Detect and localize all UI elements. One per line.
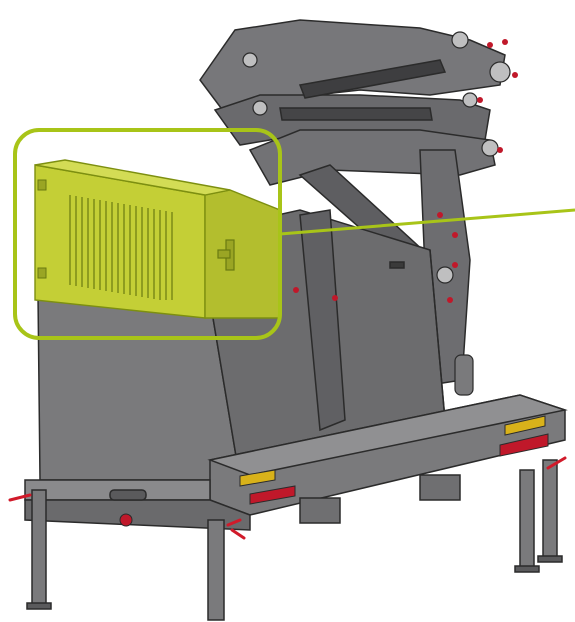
pin	[252, 100, 268, 116]
hydraulic-cylinder-2	[279, 107, 433, 121]
panel-seam	[429, 249, 446, 421]
box-top	[34, 159, 231, 196]
arm-pins	[242, 31, 511, 284]
bolt	[437, 212, 443, 218]
leg-front-left	[207, 519, 225, 621]
pin	[462, 92, 478, 108]
lever-front-left	[226, 518, 246, 540]
pin	[436, 266, 454, 284]
bolt	[512, 72, 518, 78]
highlighted-box	[34, 159, 281, 319]
tow-bracket-2	[419, 474, 461, 501]
leg-center	[519, 469, 535, 571]
pin	[451, 31, 469, 49]
arm-red-bolts	[437, 39, 518, 303]
handle-slot	[389, 261, 405, 269]
red-indicator-knob	[119, 513, 133, 527]
bolt	[447, 297, 453, 303]
box-side	[204, 189, 281, 319]
bolt	[497, 147, 503, 153]
hinge-bar	[454, 354, 474, 396]
red-reflector-right	[499, 433, 549, 457]
bolt	[293, 287, 299, 293]
box-vent-grille	[69, 195, 173, 300]
red-reflector-left	[249, 485, 296, 505]
housing-side-panel	[37, 294, 241, 481]
lever-left	[8, 493, 32, 502]
lever-right	[546, 456, 567, 470]
pin	[481, 139, 499, 157]
leg-right	[542, 459, 558, 561]
pin	[489, 61, 511, 83]
box-latch	[217, 239, 235, 271]
rear-bumper	[24, 394, 568, 531]
leg-left	[31, 489, 47, 606]
leg-foot-right	[537, 555, 563, 563]
leg-lock-levers	[8, 456, 567, 540]
callout-leader-line	[279, 208, 575, 236]
bumper-top	[207, 394, 568, 476]
amber-reflector-left	[239, 469, 276, 487]
bolt	[487, 42, 493, 48]
bolt	[332, 295, 338, 301]
amber-reflector-right	[504, 415, 546, 436]
bolt	[477, 97, 483, 103]
spring-canister	[454, 354, 474, 396]
license-bracket	[109, 489, 147, 501]
hydraulic-cylinder	[298, 59, 447, 99]
tow-bracket	[299, 497, 341, 524]
reflectors	[239, 415, 549, 505]
bolt	[452, 262, 458, 268]
bolt	[502, 39, 508, 45]
support-legs	[26, 459, 563, 621]
base-skirt	[24, 499, 251, 531]
leg-foot-left	[26, 602, 52, 610]
housing-inner-panel	[299, 209, 346, 432]
pin	[242, 52, 258, 68]
bolt	[452, 232, 458, 238]
leg-foot-center	[514, 565, 540, 573]
box-hinges	[37, 179, 47, 279]
